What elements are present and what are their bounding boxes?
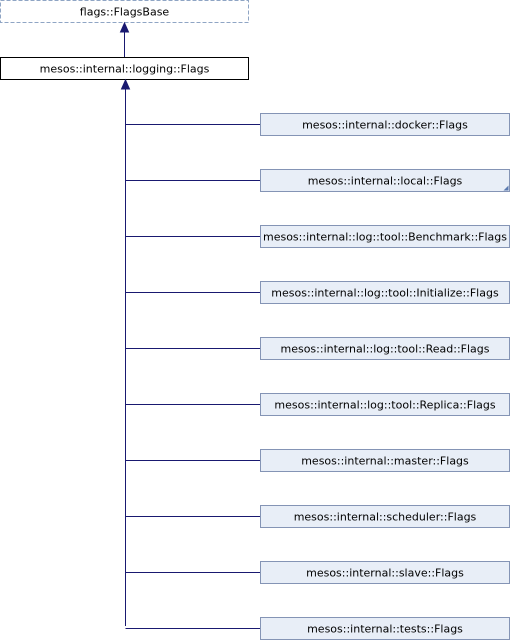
- derived-class-label: mesos::internal::log::tool::Read::Flags: [280, 343, 489, 356]
- root-class-node[interactable]: mesos::internal::logging::Flags: [0, 57, 249, 80]
- inheritance-arrowhead-base: [119, 21, 130, 33]
- base-class-label: flags::FlagsBase: [80, 6, 170, 19]
- derived-class-node[interactable]: mesos::internal::local::Flags: [125, 169, 510, 192]
- derived-class-node[interactable]: mesos::internal::docker::Flags: [125, 113, 510, 136]
- root-class-label: mesos::internal::logging::Flags: [40, 63, 210, 76]
- inheritance-arrowhead-root: [120, 78, 131, 90]
- root-class-box: [0, 57, 249, 80]
- derived-class-node[interactable]: mesos::internal::scheduler::Flags: [125, 505, 510, 528]
- derived-class-label: mesos::internal::scheduler::Flags: [294, 511, 477, 524]
- derived-class-node[interactable]: mesos::internal::slave::Flags: [125, 561, 510, 584]
- derived-class-node[interactable]: mesos::internal::master::Flags: [125, 449, 510, 472]
- derived-classes: mesos::internal::docker::Flagsmesos::int…: [125, 113, 510, 640]
- more-subclasses-indicator-icon: [503, 185, 509, 191]
- derived-class-node[interactable]: mesos::internal::tests::Flags: [125, 617, 510, 640]
- derived-class-node[interactable]: mesos::internal::log::tool::Read::Flags: [125, 337, 510, 360]
- derived-class-label: mesos::internal::log::tool::Replica::Fla…: [274, 399, 495, 412]
- derived-class-node[interactable]: mesos::internal::log::tool::Replica::Fla…: [125, 393, 510, 416]
- derived-class-label: mesos::internal::master::Flags: [301, 455, 469, 468]
- derived-class-label: mesos::internal::log::tool::Benchmark::F…: [263, 231, 507, 244]
- derived-class-label: mesos::internal::tests::Flags: [307, 623, 463, 636]
- derived-class-label: mesos::internal::slave::Flags: [306, 567, 464, 580]
- derived-class-node[interactable]: mesos::internal::log::tool::Initialize::…: [125, 281, 510, 304]
- derived-class-label: mesos::internal::docker::Flags: [302, 119, 468, 132]
- derived-class-label: mesos::internal::local::Flags: [308, 175, 463, 188]
- derived-class-node[interactable]: mesos::internal::log::tool::Benchmark::F…: [125, 225, 510, 248]
- base-class-node[interactable]: flags::FlagsBase: [0, 0, 249, 23]
- derived-class-label: mesos::internal::log::tool::Initialize::…: [271, 287, 499, 300]
